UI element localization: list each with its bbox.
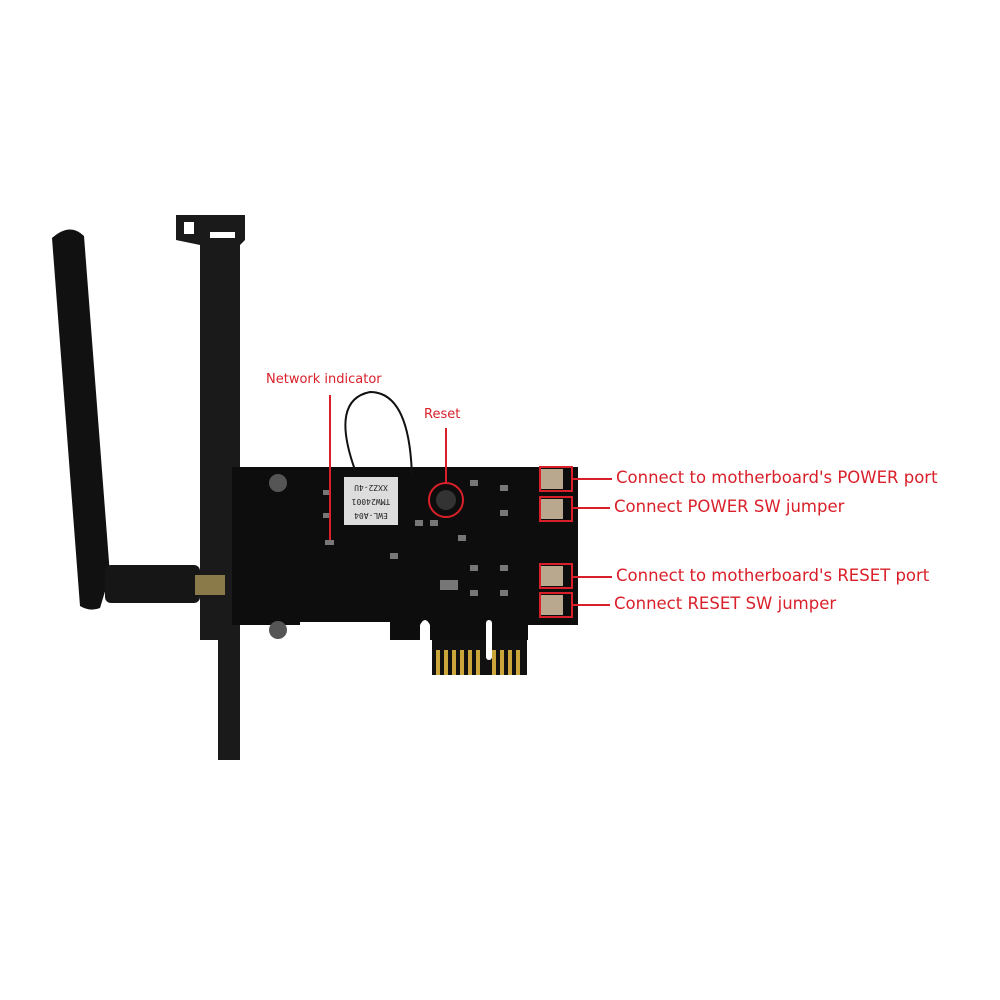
reset-label: Reset xyxy=(424,407,461,422)
module-text-line: TMW24001 xyxy=(351,497,391,506)
power-port-label: Connect to motherboard's POWER port xyxy=(616,468,938,487)
callout-lines xyxy=(329,395,612,618)
antenna xyxy=(52,229,225,610)
antenna-cable xyxy=(344,390,413,479)
network-indicator-label: Network indicator xyxy=(266,372,382,387)
power-sw-label: Connect POWER SW jumper xyxy=(614,497,845,516)
reset-button xyxy=(436,490,456,510)
pci-bracket xyxy=(176,215,245,760)
reset-port-label: Connect to motherboard's RESET port xyxy=(616,566,930,585)
pcb-board xyxy=(232,390,578,675)
wifi-module xyxy=(344,477,398,525)
wifi-module-print: EWL-A04 TMW24001 XXZ2-4U xyxy=(345,480,397,522)
module-text-line: EWL-A04 xyxy=(354,511,388,520)
reset-sw-label: Connect RESET SW jumper xyxy=(614,594,837,613)
module-text-line: XXZ2-4U xyxy=(354,483,388,492)
